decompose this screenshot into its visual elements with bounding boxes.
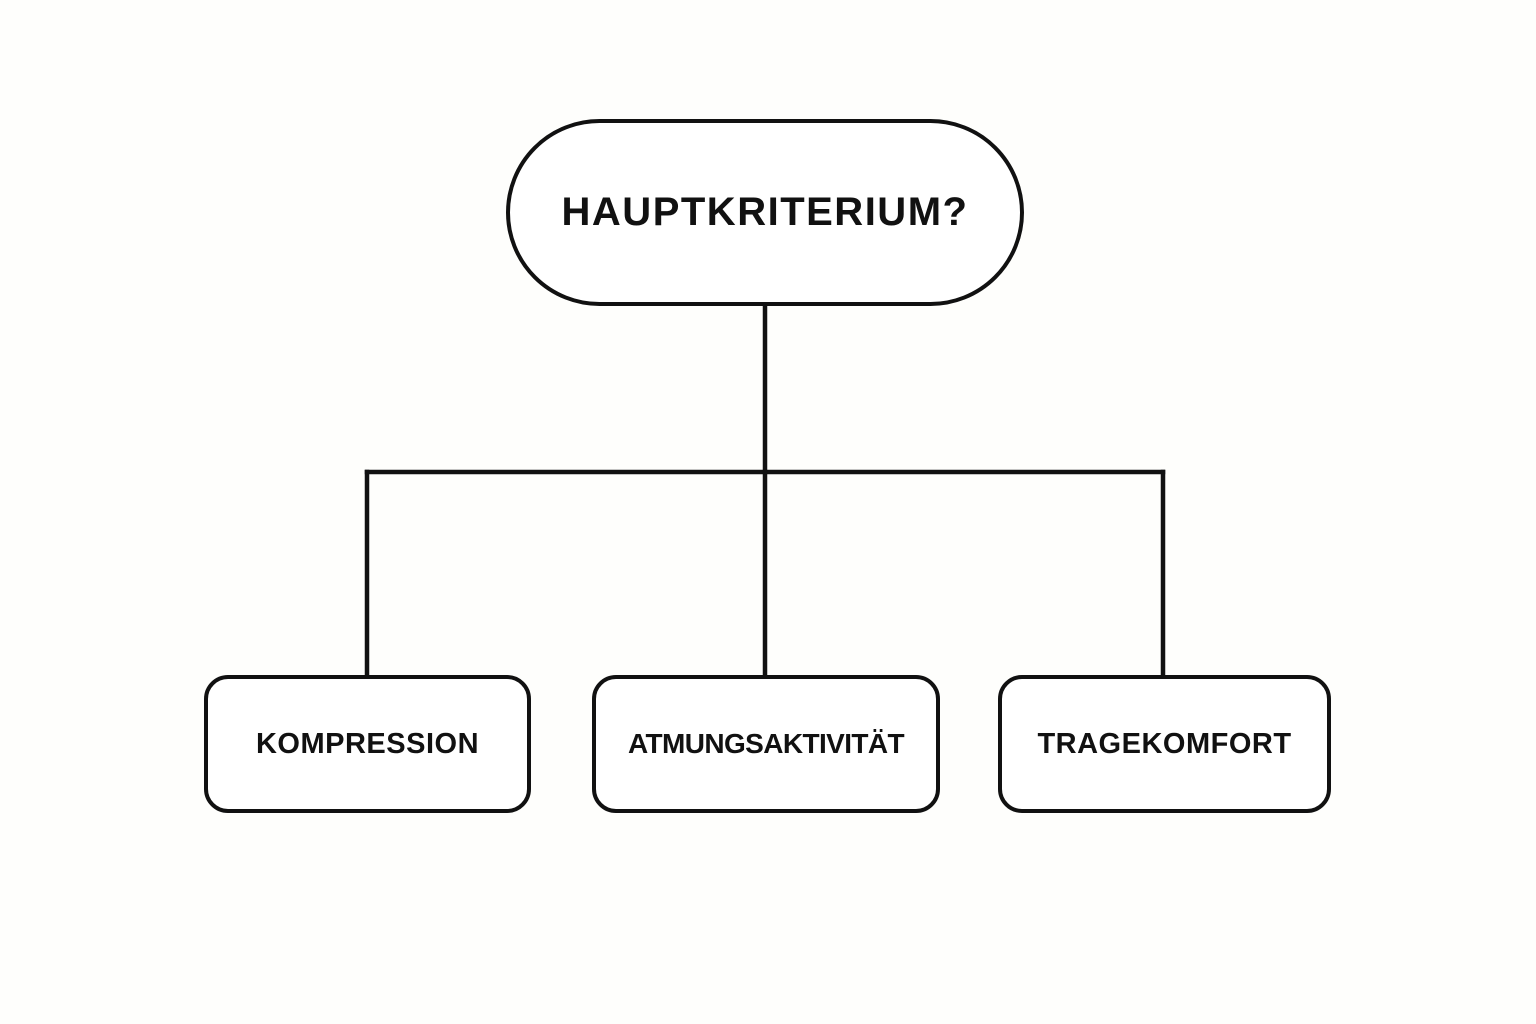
leaf-node-atmungsaktivitaet: ATMUNGSAKTIVITÄT: [592, 675, 940, 813]
root-node-hauptkriterium: HAUPTKRITERIUM?: [506, 119, 1024, 306]
leaf-node-label: TRAGEKOMFORT: [1037, 727, 1292, 760]
leaf-node-kompression: KOMPRESSION: [204, 675, 531, 813]
root-node-label: HAUPTKRITERIUM?: [561, 190, 969, 234]
leaf-node-label: ATMUNGSAKTIVITÄT: [627, 728, 905, 759]
leaf-node-tragekomfort: TRAGEKOMFORT: [998, 675, 1331, 813]
leaf-node-label: KOMPRESSION: [255, 727, 480, 760]
